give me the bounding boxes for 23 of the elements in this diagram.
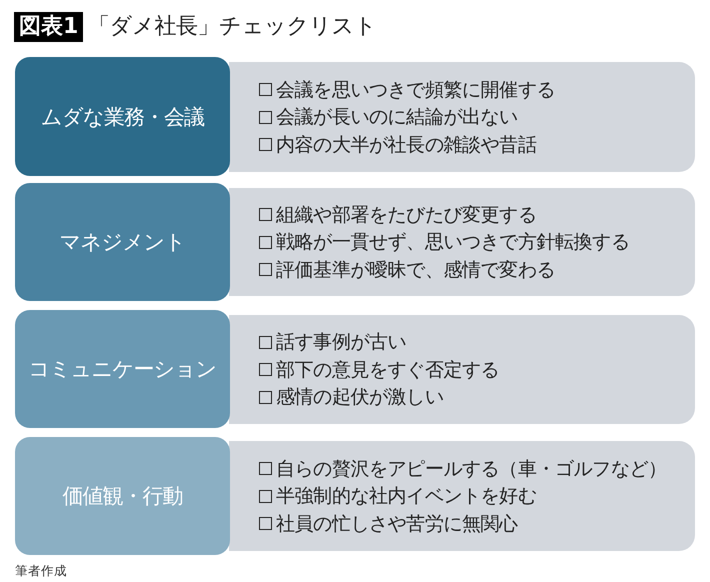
checklist-item: 戦略が一貫せず、思いつきで方針転換する xyxy=(276,230,630,254)
checklist-panel xyxy=(229,315,695,424)
figure-number-label: 図表1 xyxy=(14,12,84,42)
category-box: ムダな業務・会議 xyxy=(15,57,230,176)
category-box: マネジメント xyxy=(15,183,230,301)
checklist-item: 話す事例が古い xyxy=(276,330,406,354)
category-box: コミュニケーション xyxy=(15,310,230,428)
checklist-panel xyxy=(229,62,695,172)
checklist-item: 組織や部署をたびたび変更する xyxy=(276,202,536,226)
checklist-item: 評価基準が曖昧で、感情で変わる xyxy=(276,258,556,282)
checklist-item: 部下の意見をすぐ否定する xyxy=(276,358,500,382)
category-box: 価値観・行動 xyxy=(15,437,230,555)
checklist-panel xyxy=(229,188,695,296)
checklist-panel xyxy=(229,441,695,551)
checklist-item: 自らの贅沢をアピールする（車・ゴルフなど） xyxy=(276,456,667,480)
checklist-item: 内容の大半が社長の雑談や昔話 xyxy=(276,132,536,156)
checklist-item: 会議が長いのに結論が出ない xyxy=(276,105,518,129)
checklist-item: 社員の忙しさや苦労に無関心 xyxy=(276,512,518,536)
checklist-item: 会議を思いつきで頻繁に開催する xyxy=(276,78,556,102)
caption: 筆者作成 xyxy=(15,563,67,579)
checklist-item: 感情の起伏が激しい xyxy=(276,385,444,409)
checklist-item: 半強制的な社内イベントを好む xyxy=(276,484,536,508)
title: 「ダメ社長」チェックリスト xyxy=(88,13,376,41)
